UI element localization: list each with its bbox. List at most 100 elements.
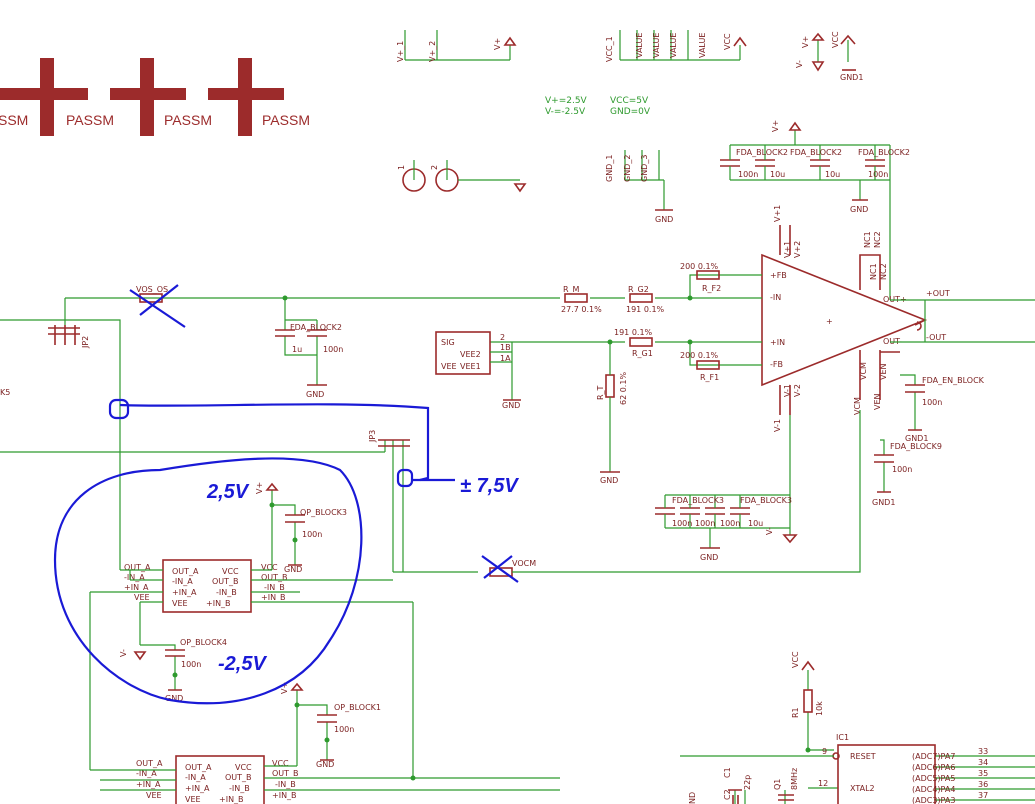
sig-pin-1a: 1A: [500, 354, 511, 363]
op2-ext-0: OUT_A: [136, 759, 163, 768]
pin-value-4: VALUE: [698, 33, 707, 58]
fda-block2-caps: V+ FDA_BLOCK2 FDA_BLOCK2 FDA_BLOCK2 100n…: [720, 120, 910, 300]
cap-val-2: 10u: [825, 170, 840, 179]
ic1-num-37: 37: [978, 791, 988, 800]
note-vplus: V+=2.5V: [545, 96, 588, 106]
ic1-port-7: (ADC7)PA7: [912, 752, 955, 761]
op-block4-label: OP_BLOCK4: [180, 638, 227, 647]
vcc-ic1: VCC: [791, 651, 800, 668]
op1-ext-2: +IN_A: [124, 583, 149, 592]
gnd-fda2: GND: [850, 205, 868, 214]
vos-os-label: VOS_OS: [136, 285, 168, 294]
amp-top-nc2: NC2: [873, 231, 882, 248]
passm-pads: SSM PASSM PASSM PASSM: [0, 58, 310, 136]
ic1-num-36: 36: [978, 780, 988, 789]
ic1-port-4: (ADC4)PA4: [912, 785, 955, 794]
misc-k5: K5: [0, 388, 10, 397]
gnd-left-caps: GND: [306, 390, 324, 399]
amp-pin-vm2: V-2: [793, 384, 802, 397]
gnd-op3: GND: [284, 565, 302, 574]
cap-val-11: 10u: [748, 519, 763, 528]
fda-block2-label-c: FDA_BLOCK2: [858, 148, 910, 157]
op-block3-label: OP_BLOCK3: [300, 508, 347, 517]
cap-val-7: 100n: [892, 465, 912, 474]
note-gnd: GND=0V: [610, 107, 651, 117]
amp-top-nc1: NC1: [863, 231, 872, 248]
note-vcc: VCC=5V: [610, 96, 649, 106]
op2-ext-3: VEE: [146, 791, 162, 800]
fda-block-caps-left: FDA_BLOCK2 1u 100n GND: [275, 298, 343, 399]
op2-left-3: VEE: [185, 795, 201, 804]
res-rg1-value: 191 0.1%: [614, 328, 653, 337]
top-power-pins: V+_1 V+_2 V+ VCC_1 VALUE VALUE VALUE VAL…: [396, 30, 863, 82]
out-plus-label: +OUT: [926, 289, 950, 298]
pin-gnd2: GND_2: [623, 155, 632, 182]
r1-name: R1: [791, 707, 800, 718]
gnd-rt: GND: [600, 476, 618, 485]
pin-vplus2: V+_2: [428, 41, 437, 62]
fda-amplifier: + +FB -IN +IN -FB OUT+ OUT- V+1 V+2 NC1 …: [761, 205, 1035, 432]
op1-right-1: OUT_B: [212, 577, 239, 586]
amp-plus-mark: +: [826, 317, 833, 326]
handwritten-annotations: 2,5V -2,5V ± 7,5V: [53, 398, 519, 705]
op1-right-3: +IN_B: [206, 599, 231, 608]
op1-ext-r2: -IN_B: [264, 583, 285, 592]
pin-vplus1: V+_1: [396, 41, 405, 62]
vplus-op1: V+: [280, 682, 289, 694]
cap-val-5: 100n: [323, 345, 343, 354]
gnd1-block9: GND1: [872, 498, 895, 507]
op1-ext-0: OUT_A: [124, 563, 151, 572]
pin-gnd3: GND_3: [640, 155, 649, 182]
sig-pin-1b: 1B: [500, 343, 511, 352]
sig-pin-2: 2: [500, 333, 505, 342]
amp-bot-vcm: VCM: [853, 397, 862, 415]
op1-left-0: OUT_A: [172, 567, 199, 576]
amp-pin-nin: -IN: [770, 293, 781, 302]
gnd1-en: GND1: [905, 434, 928, 443]
amp-pin-nc1: NC1: [869, 263, 878, 280]
r1-value: 10k: [815, 701, 824, 716]
op1-ext-3: VEE: [134, 593, 150, 602]
fda-block2-label-b: FDA_BLOCK2: [790, 148, 842, 157]
op2-ext-r3: +IN_B: [272, 791, 297, 800]
out-minus-label: -OUT: [926, 333, 946, 342]
op1-right-2: -IN_B: [216, 588, 237, 597]
ic1-num-33: 33: [978, 747, 988, 756]
ic1-pin-reset: RESET: [850, 752, 876, 761]
pin-value-1: VALUE: [635, 33, 644, 58]
vplus-label-2: V+: [801, 36, 810, 48]
op1-left-1: -IN_A: [172, 577, 193, 586]
gnd1-label-top: GND1: [840, 73, 863, 82]
op2-right-0: VCC: [235, 763, 252, 772]
res-rg1-name: R_G1: [632, 349, 653, 358]
gnd-op4: GND: [165, 694, 183, 703]
fda-block9-label: FDA_BLOCK9: [890, 442, 942, 451]
op1-ext-r0: VCC: [261, 563, 278, 572]
ic1-port-6: (ADC6)PA6: [912, 763, 955, 772]
cap-val-9: 100n: [695, 519, 715, 528]
ic1-port-5: (ADC5)PA5: [912, 774, 955, 783]
passm-label-0: SSM: [0, 112, 28, 128]
cap-val-4: 1u: [292, 345, 302, 354]
res-rf2-name: R_F2: [702, 284, 721, 293]
vocm-area: VOCM: [481, 410, 861, 583]
passm-label-1: PASSM: [66, 112, 114, 128]
cap-val-0: 100n: [738, 170, 758, 179]
fda-block-label-left: FDA_BLOCK2: [290, 323, 342, 332]
amp-pin-vm1: V-1: [783, 384, 792, 397]
amp-bot-ven: VEN: [873, 393, 882, 410]
input-resistors: R_M 27.7 0.1% R_G2 191 0.1% R_F2 200 0.1…: [65, 262, 762, 485]
gnd-pins: GND_1 GND_2 GND_3 GND: [605, 150, 673, 224]
cap-val-13: 100n: [181, 660, 201, 669]
note-minus-2-5v: -2,5V: [218, 653, 267, 675]
conn-2: 2: [430, 165, 439, 170]
ic1-port-3: (ADC3)PA3: [912, 796, 955, 804]
ic1-pin-xtal2: XTAL2: [850, 784, 875, 793]
vplus-label: V+: [493, 38, 502, 50]
cap-val-12: 100n: [302, 530, 322, 539]
signal-connectors: 1 2: [397, 160, 527, 193]
vplus-op3: V+: [255, 482, 264, 494]
cap-val-8: 100n: [672, 519, 692, 528]
op2-right-2: -IN_B: [229, 784, 250, 793]
